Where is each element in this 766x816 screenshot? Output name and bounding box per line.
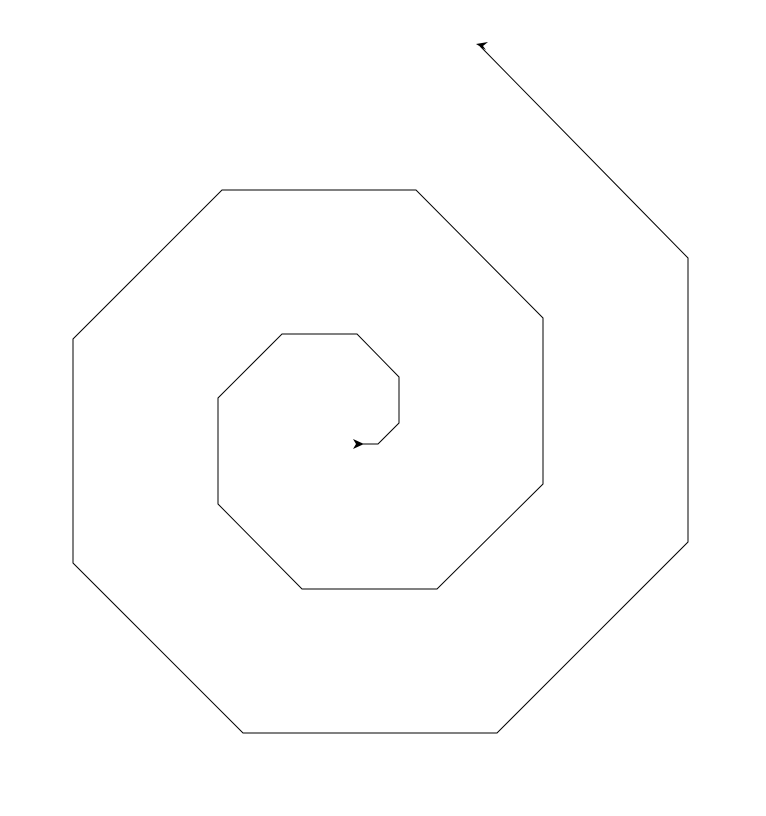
arrowhead-right-icon <box>353 439 364 449</box>
spiral-path <box>72 45 689 734</box>
arrowhead-up-left-icon <box>476 42 488 50</box>
